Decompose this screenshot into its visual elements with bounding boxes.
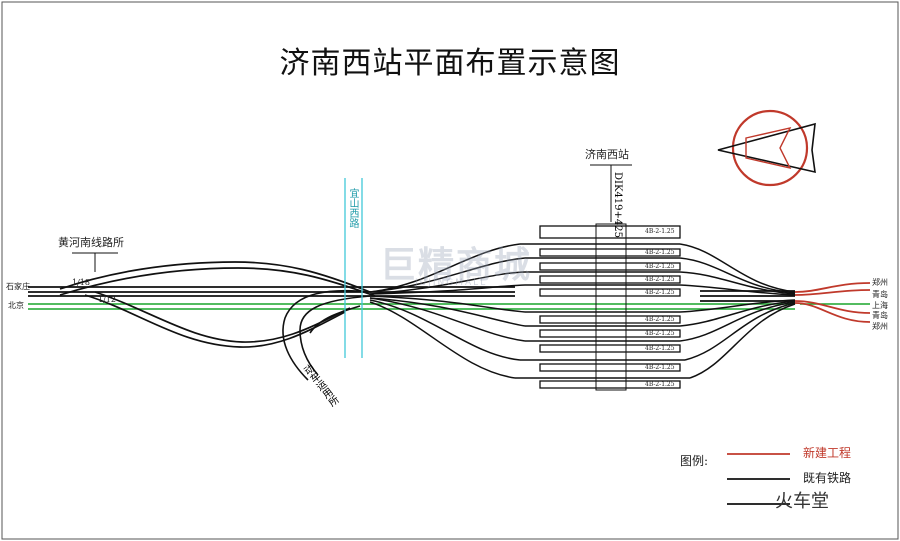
platform xyxy=(539,248,681,257)
endpoint-label-shijiazhuang: 石家庄 xyxy=(6,282,30,291)
platform-label: 4B-2-1.25 xyxy=(645,276,675,283)
junction-marker xyxy=(72,252,118,272)
station-throat-right xyxy=(679,243,796,379)
platform-label: 4B-2-1.25 xyxy=(645,263,675,270)
platform-label: 4B-2-1.25 xyxy=(645,228,675,235)
endpoint-label-zhengzhou-2: 郑州 xyxy=(872,322,888,331)
new-construction-tracks xyxy=(794,282,871,323)
endpoint-label-beijing: 北京 xyxy=(8,301,24,310)
road-yishan xyxy=(344,178,363,358)
platform xyxy=(539,363,681,372)
legend-lines xyxy=(727,453,790,505)
endpoint-label-zhengzhou: 郑州 xyxy=(872,278,888,287)
station-tracks xyxy=(515,243,690,379)
watermark: 巨精商城 xyxy=(380,245,533,286)
platforms xyxy=(539,225,681,389)
platform xyxy=(539,329,681,338)
legend-existing-railway: 既有铁路 xyxy=(803,471,852,485)
station-concourse xyxy=(590,164,632,391)
green-main-line xyxy=(28,303,870,310)
endpoint-label-shanghai: 上海 xyxy=(872,301,888,310)
road-label: 宜山西路 xyxy=(347,188,358,228)
platform xyxy=(539,275,681,284)
platform xyxy=(539,315,681,324)
legend-new-construction: 新建工程 xyxy=(803,446,852,460)
platform-label: 4B-2-1.25 xyxy=(645,364,675,371)
platform-label: 4B-2-1.25 xyxy=(645,330,675,337)
platform xyxy=(539,380,681,389)
turnout-label: 1/18 xyxy=(72,278,90,287)
station-throat-left xyxy=(369,243,526,379)
station-mileage-label: DIK419+425 xyxy=(612,172,623,238)
station-name-label: 济南西站 xyxy=(585,148,629,161)
platform-label: 4B-2-1.25 xyxy=(645,381,675,388)
endpoint-label-qingdao: 青岛 xyxy=(872,290,888,299)
depot-curves xyxy=(282,289,371,381)
watermark-sub: JUJINGMALL xyxy=(415,278,488,288)
platform xyxy=(539,225,681,239)
compass-icon xyxy=(717,109,816,187)
brand-logo: 火车堂 xyxy=(775,491,829,512)
endpoint-label-qingdao-2: 青岛 xyxy=(872,311,888,320)
platform xyxy=(539,344,681,353)
platform-label: 4B-2-1.25 xyxy=(645,289,675,296)
junction-curves xyxy=(59,261,376,348)
turnout-label: 1/12 xyxy=(98,295,116,304)
legend-title: 图例: xyxy=(680,454,709,468)
platform-label: 4B-2-1.25 xyxy=(645,249,675,256)
junction-name-label: 黄河南线路所 xyxy=(58,236,124,249)
platform-label: 4B-2-1.25 xyxy=(645,316,675,323)
diagram-title: 济南西站平面布置示意图 xyxy=(279,46,621,81)
platform-label: 4B-2-1.25 xyxy=(645,345,675,352)
platform xyxy=(539,262,681,271)
platform xyxy=(539,288,681,297)
